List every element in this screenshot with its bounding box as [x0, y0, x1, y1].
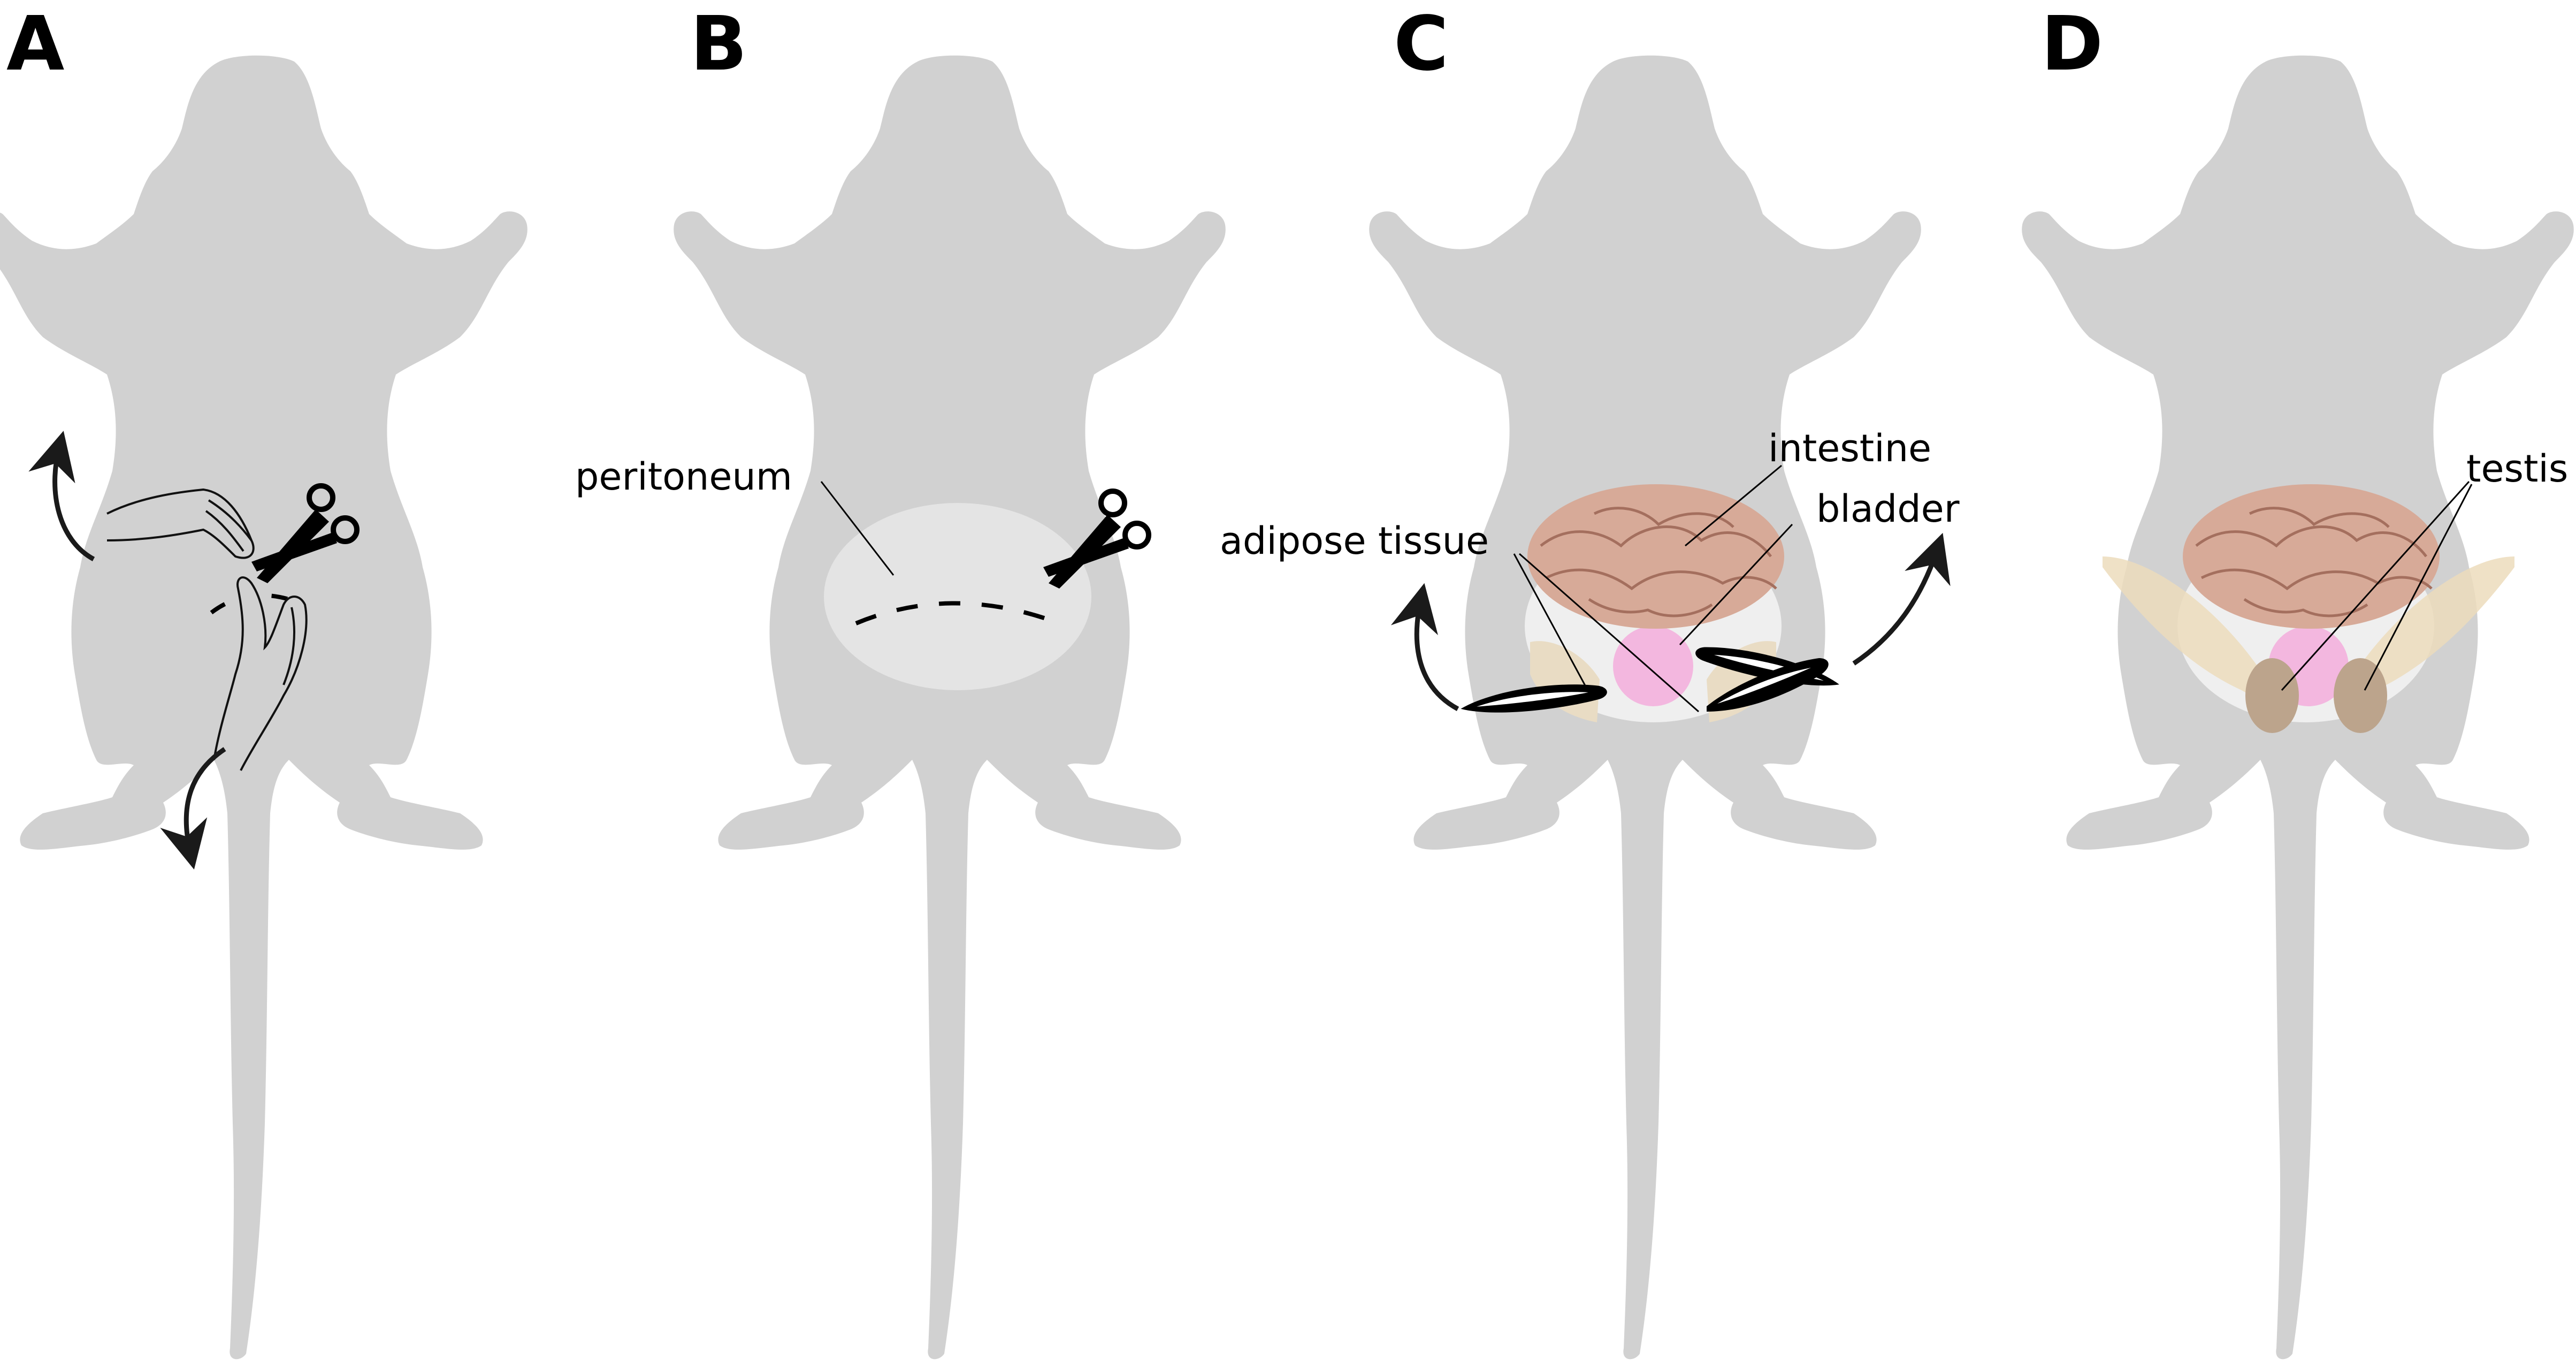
panel-a: A	[0, 1, 528, 1360]
mouse-silhouette	[674, 55, 1226, 1360]
panel-c: C intestine bladder adipose tissue	[1220, 1, 1960, 1360]
intestine	[1527, 484, 1784, 629]
incision-line	[855, 601, 1060, 625]
panel-b: B peritoneum	[575, 1, 1226, 1360]
panel-letter-b: B	[690, 1, 747, 88]
peritoneum-area	[824, 503, 1091, 690]
curved-arrow-icon	[160, 747, 226, 870]
panel-d: D testis	[2022, 1, 2574, 1360]
mouse-silhouette	[0, 55, 528, 1360]
adipose-tissue	[2350, 556, 2514, 695]
forceps-icon	[1707, 658, 1829, 712]
testis	[2245, 658, 2299, 733]
curved-arrow-icon	[28, 431, 95, 561]
leader-line	[820, 481, 895, 576]
curved-arrow-icon	[1852, 532, 1951, 666]
bladder	[1613, 626, 1693, 706]
leader-line	[1685, 464, 1782, 547]
testis	[2334, 658, 2387, 733]
label-intestine: intestine	[1768, 426, 1931, 470]
label-adipose-tissue: adipose tissue	[1220, 519, 1489, 563]
leader-line	[1519, 553, 1699, 713]
panel-letter-a: A	[6, 1, 64, 88]
label-peritoneum: peritoneum	[575, 455, 792, 499]
label-bladder: bladder	[1816, 487, 1960, 531]
incision-line	[210, 593, 322, 615]
panel-letter-c: C	[1394, 1, 1449, 88]
hand-icon	[106, 488, 308, 771]
leader-line	[2281, 480, 2470, 691]
leader-line	[1513, 553, 1587, 688]
panel-letter-d: D	[2041, 1, 2103, 88]
leader-line	[2364, 484, 2473, 691]
label-testis: testis	[2466, 447, 2568, 491]
leader-line	[1679, 523, 1793, 646]
adipose-tissue	[2103, 556, 2267, 695]
curved-arrow-icon	[1390, 583, 1459, 711]
